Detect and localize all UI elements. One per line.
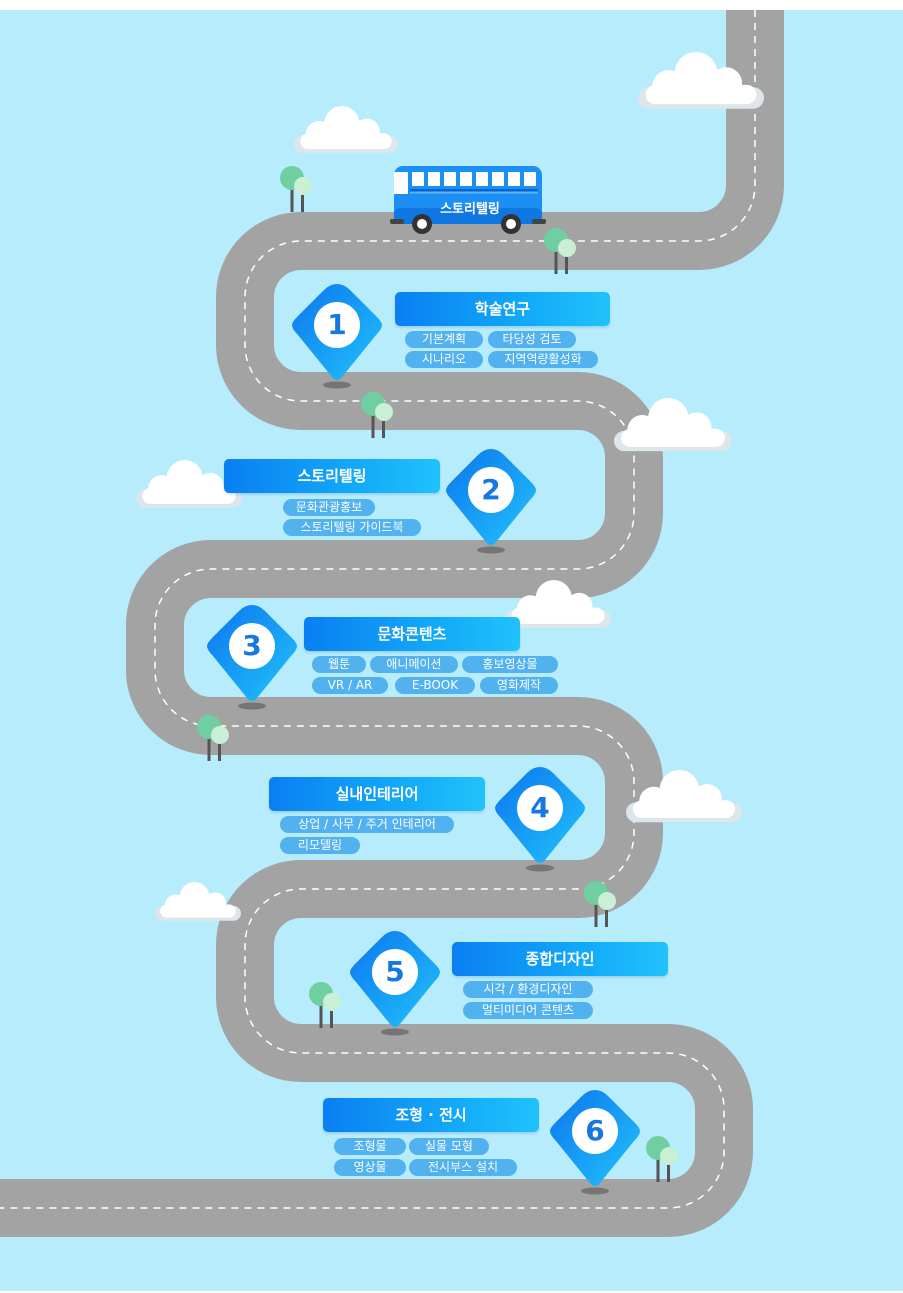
stage-6-tag: 실물 모형 (409, 1138, 489, 1155)
stage-number: 3 (229, 623, 275, 669)
tree-icon (584, 881, 616, 927)
stage-3-tag: 애니메이션 (370, 656, 458, 673)
tree-icon (197, 715, 229, 761)
stage-number: 2 (468, 467, 514, 513)
stage-6-pin: 6 (548, 1088, 644, 1198)
clouds (136, 52, 764, 921)
tree-icon (280, 166, 312, 212)
stage-3-tag: VR / AR (312, 677, 388, 694)
stage-4-tag: 상업 / 사무 / 주거 인테리어 (280, 816, 454, 833)
stage-1-pin: 1 (290, 282, 386, 392)
stage-3-tag: 홍보영상물 (462, 656, 558, 673)
stage-3-pin: 3 (205, 603, 301, 713)
stage-2-title: 스토리텔링 (224, 459, 440, 493)
stage-5-title: 종합디자인 (452, 942, 668, 976)
cloud (626, 770, 742, 823)
tree-icon (361, 392, 393, 438)
stage-5-tag: 시각 / 환경디자인 (463, 981, 593, 998)
tree-icon (309, 982, 341, 1028)
stage-2-tag: 문화관광홍보 (283, 499, 375, 516)
stage-6-tag: 전시부스 설치 (409, 1159, 517, 1176)
stage-4-title: 실내인테리어 (269, 777, 485, 811)
stage-2-pin: 2 (444, 447, 540, 557)
tree-icon (544, 228, 576, 274)
stage-2-tag: 스토리텔링 가이드북 (283, 519, 421, 536)
stage-1-title: 학술연구 (395, 292, 610, 326)
stage-1-tag: 시나리오 (405, 351, 483, 368)
stage-1-tag: 기본계획 (405, 331, 483, 348)
stage-6-tag: 조형물 (334, 1138, 406, 1155)
bus: 스토리텔링 (390, 164, 546, 236)
cloud (136, 460, 242, 508)
stage-5-tag: 멀티미디어 콘텐츠 (463, 1002, 593, 1019)
stage-3-tag: 웹툰 (312, 656, 366, 673)
stage-6-tag: 영상물 (334, 1159, 406, 1176)
bus-label: 스토리텔링 (440, 202, 500, 217)
stage-number: 1 (314, 302, 360, 348)
stage-number: 6 (572, 1108, 618, 1154)
trees (197, 166, 678, 1182)
stage-5-pin: 5 (348, 929, 444, 1039)
cloud (614, 398, 732, 452)
stage-1-tag: 타당성 검토 (488, 331, 576, 348)
stage-6-title: 조형 · 전시 (323, 1098, 539, 1132)
cloud (155, 882, 241, 921)
winding-road (0, 10, 784, 1237)
stage-3-tag: E-BOOK (395, 677, 475, 694)
stage-3-title: 문화콘텐츠 (304, 617, 520, 651)
cloud (638, 52, 764, 109)
tree-icon (646, 1136, 678, 1182)
cloud (505, 580, 611, 628)
stage-1-tag: 지역역량활성화 (488, 351, 598, 368)
bus-icon (390, 166, 546, 234)
stage-number: 4 (517, 785, 563, 831)
stage-3-tag: 영화제작 (480, 677, 558, 694)
stage-4-pin: 4 (493, 765, 589, 875)
stage-4-tag: 리모델링 (280, 837, 360, 854)
cloud (294, 106, 398, 153)
stage-number: 5 (372, 949, 418, 995)
